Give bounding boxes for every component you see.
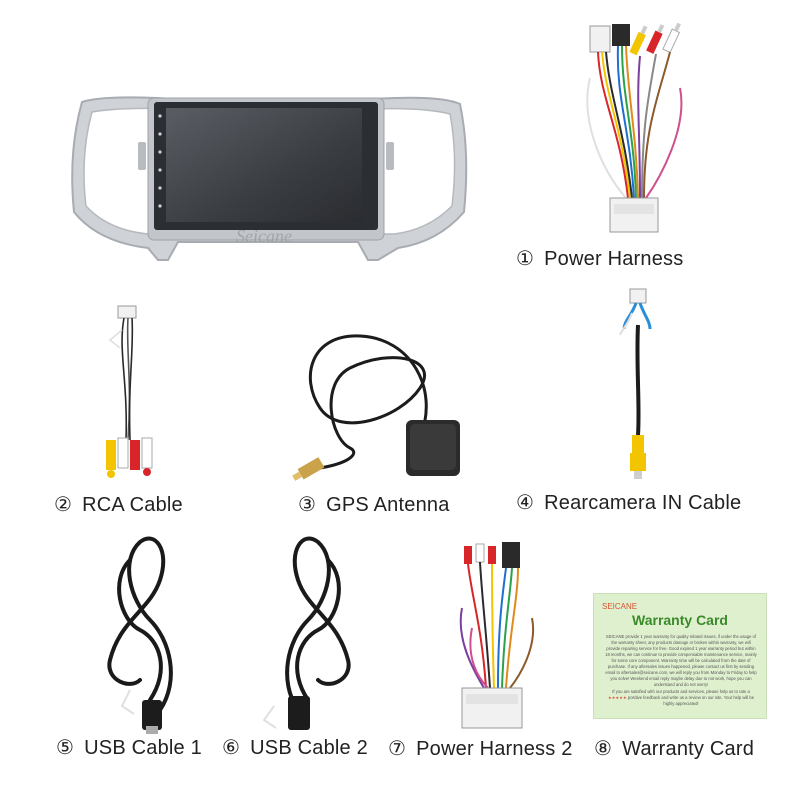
warranty-card-image: SEICANE Warranty Card SEICANE provide 1 … <box>593 593 767 719</box>
power-harness-2-image <box>452 538 542 736</box>
rca-cable-image <box>98 300 158 485</box>
warranty-card-body: SEICANE provide 1 year warranty for qual… <box>605 634 757 687</box>
stereo-watermark: Seicane <box>236 226 292 246</box>
warranty-card-foot: If you are satisfied with our products a… <box>607 689 755 706</box>
power-harness-image <box>570 18 690 243</box>
gps-antenna-image <box>290 328 470 488</box>
warranty-card-title: Warranty Card <box>632 612 728 628</box>
usb-cable-1-image <box>100 530 190 735</box>
usb-cable-2-image <box>258 530 358 735</box>
warranty-card-brand: SEICANE <box>602 602 638 611</box>
stereo-unit-image: Seicane <box>68 92 470 262</box>
rearcamera-cable-image <box>612 285 662 485</box>
rating-stars: ★★★★★ <box>607 695 627 700</box>
